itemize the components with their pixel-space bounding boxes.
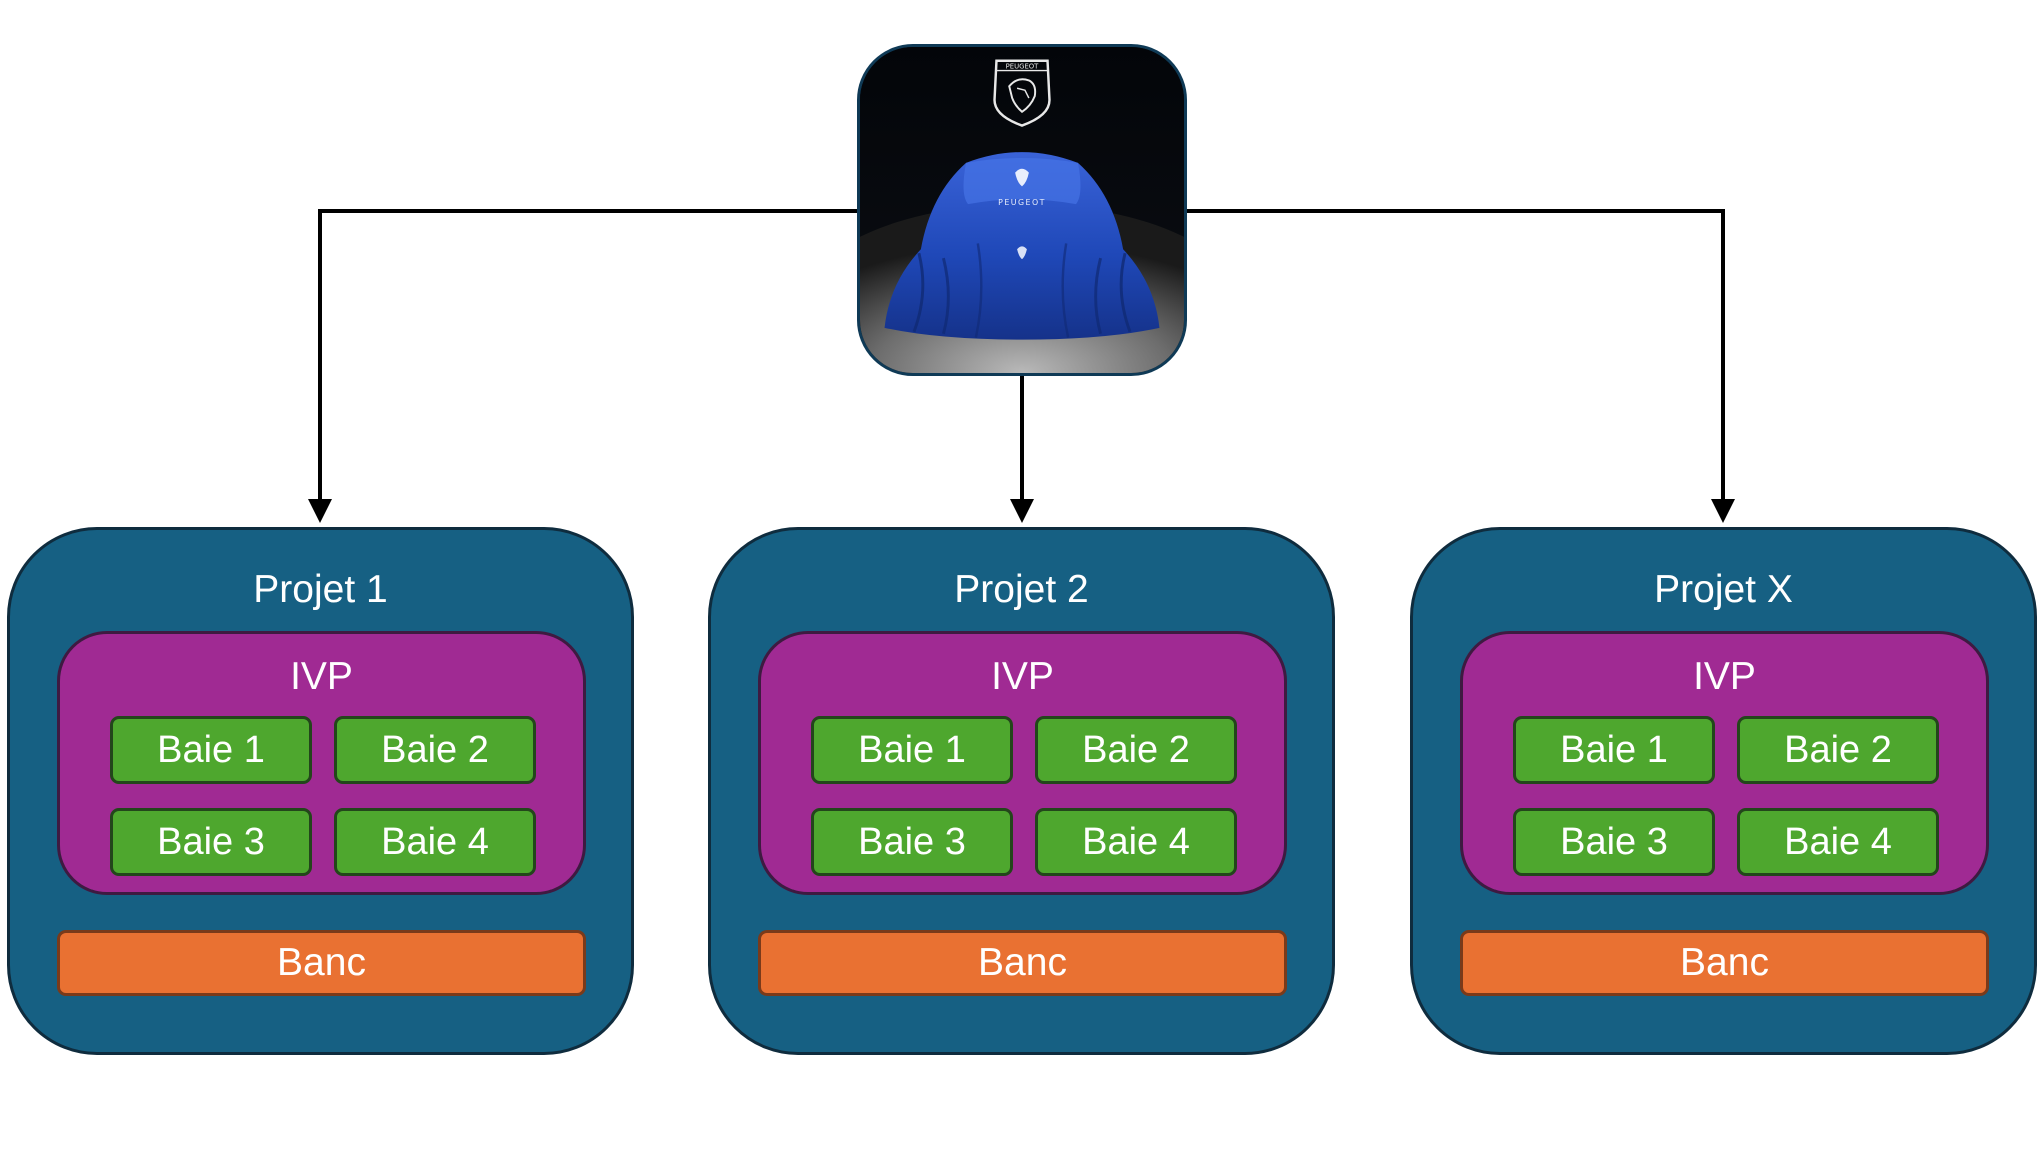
- baie-box-2: Baie 2: [334, 716, 536, 784]
- covered-car-icon: PEUGEOT: [884, 152, 1160, 340]
- baie-box-4: Baie 4: [334, 808, 536, 876]
- project-box-2: Projet 2 IVP Baie 1 Baie 2 Baie 3 Baie 4…: [708, 527, 1335, 1055]
- project-box-x: Projet X IVP Baie 1 Baie 2 Baie 3 Baie 4…: [1410, 527, 2037, 1055]
- connector-to-projet-1: [308, 209, 857, 523]
- baie-box-1: Baie 1: [110, 716, 312, 784]
- ivp-title: IVP: [290, 655, 353, 698]
- ivp-box: IVP Baie 1 Baie 2 Baie 3 Baie 4: [758, 631, 1287, 895]
- ivp-title: IVP: [991, 655, 1054, 698]
- banc-box: Banc: [758, 930, 1287, 996]
- project-title: Projet 2: [954, 568, 1089, 611]
- connector-to-projet-x: [1187, 209, 1735, 523]
- baie-box-2: Baie 2: [1035, 716, 1237, 784]
- peugeot-car-image: PEUGEOT PEUGEOT: [857, 44, 1187, 376]
- baie-box-4: Baie 4: [1035, 808, 1237, 876]
- baie-box-3: Baie 3: [1513, 808, 1715, 876]
- baie-box-3: Baie 3: [110, 808, 312, 876]
- banc-box: Banc: [1460, 930, 1989, 996]
- banc-box: Banc: [57, 930, 586, 996]
- project-title: Projet 1: [253, 568, 388, 611]
- baie-box-3: Baie 3: [811, 808, 1013, 876]
- peugeot-logo-icon: PEUGEOT: [993, 59, 1051, 127]
- baie-box-1: Baie 1: [811, 716, 1013, 784]
- cover-text: PEUGEOT: [998, 198, 1046, 207]
- project-title: Projet X: [1654, 568, 1793, 611]
- baie-box-4: Baie 4: [1737, 808, 1939, 876]
- ivp-box: IVP Baie 1 Baie 2 Baie 3 Baie 4: [57, 631, 586, 895]
- project-box-1: Projet 1 IVP Baie 1 Baie 2 Baie 3 Baie 4…: [7, 527, 634, 1055]
- baie-box-2: Baie 2: [1737, 716, 1939, 784]
- baie-box-1: Baie 1: [1513, 716, 1715, 784]
- logo-text: PEUGEOT: [1006, 63, 1040, 71]
- ivp-box: IVP Baie 1 Baie 2 Baie 3 Baie 4: [1460, 631, 1989, 895]
- ivp-title: IVP: [1693, 655, 1756, 698]
